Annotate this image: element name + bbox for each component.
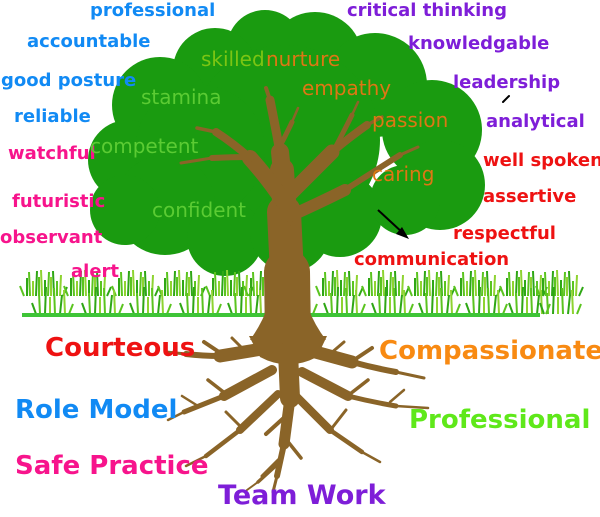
label-confident: confident xyxy=(152,198,247,222)
label-watchful: watchful xyxy=(8,143,96,164)
label-well-spoken: well spoken xyxy=(483,150,600,171)
label-empathy: empathy xyxy=(302,76,392,100)
label-skilled: skilled xyxy=(201,47,265,71)
label-competent: competent xyxy=(90,134,199,158)
tree-trunk-and-branches xyxy=(179,86,420,361)
label-observant: observant xyxy=(0,227,103,248)
label-analytical: analytical xyxy=(486,111,585,132)
label-critical-thinking: critical thinking xyxy=(347,0,507,21)
label-courteous: Courteous xyxy=(45,333,196,363)
label-knowledgable: knowledgable xyxy=(408,33,550,54)
stray-tick-mark xyxy=(502,95,510,103)
annotation-arrow-icon xyxy=(377,209,409,239)
label-nurture: nurture xyxy=(266,47,341,71)
label-reliable: reliable xyxy=(14,106,91,127)
label-stamina: stamina xyxy=(141,85,222,109)
label-alert: alert xyxy=(71,261,120,282)
tree-roots xyxy=(164,336,430,494)
label-futuristic: futuristic xyxy=(12,191,106,212)
label-assertive: assertive xyxy=(483,186,577,207)
label-role-model: Role Model xyxy=(15,395,178,425)
grass-tuft xyxy=(19,269,68,297)
label-safe-practice: Safe Practice xyxy=(15,451,209,481)
grass-tuft xyxy=(407,269,456,297)
label-professional-top: professional xyxy=(90,0,216,21)
label-leadership: leadership xyxy=(453,72,561,93)
label-good-posture: good posture xyxy=(1,70,137,91)
grass-tuft xyxy=(453,269,502,297)
grass-tuft xyxy=(535,269,584,297)
label-team-work: Team Work xyxy=(218,480,386,511)
label-communication: communication xyxy=(354,249,510,270)
label-professional-bottom: Professional xyxy=(409,405,591,435)
grass-tuft xyxy=(157,269,206,297)
label-caring: caring xyxy=(372,162,435,186)
label-compassionate: Compassionate xyxy=(379,336,600,366)
label-passion: passion xyxy=(372,108,449,132)
label-respectful: respectful xyxy=(453,223,556,244)
label-accountable: accountable xyxy=(27,31,151,52)
